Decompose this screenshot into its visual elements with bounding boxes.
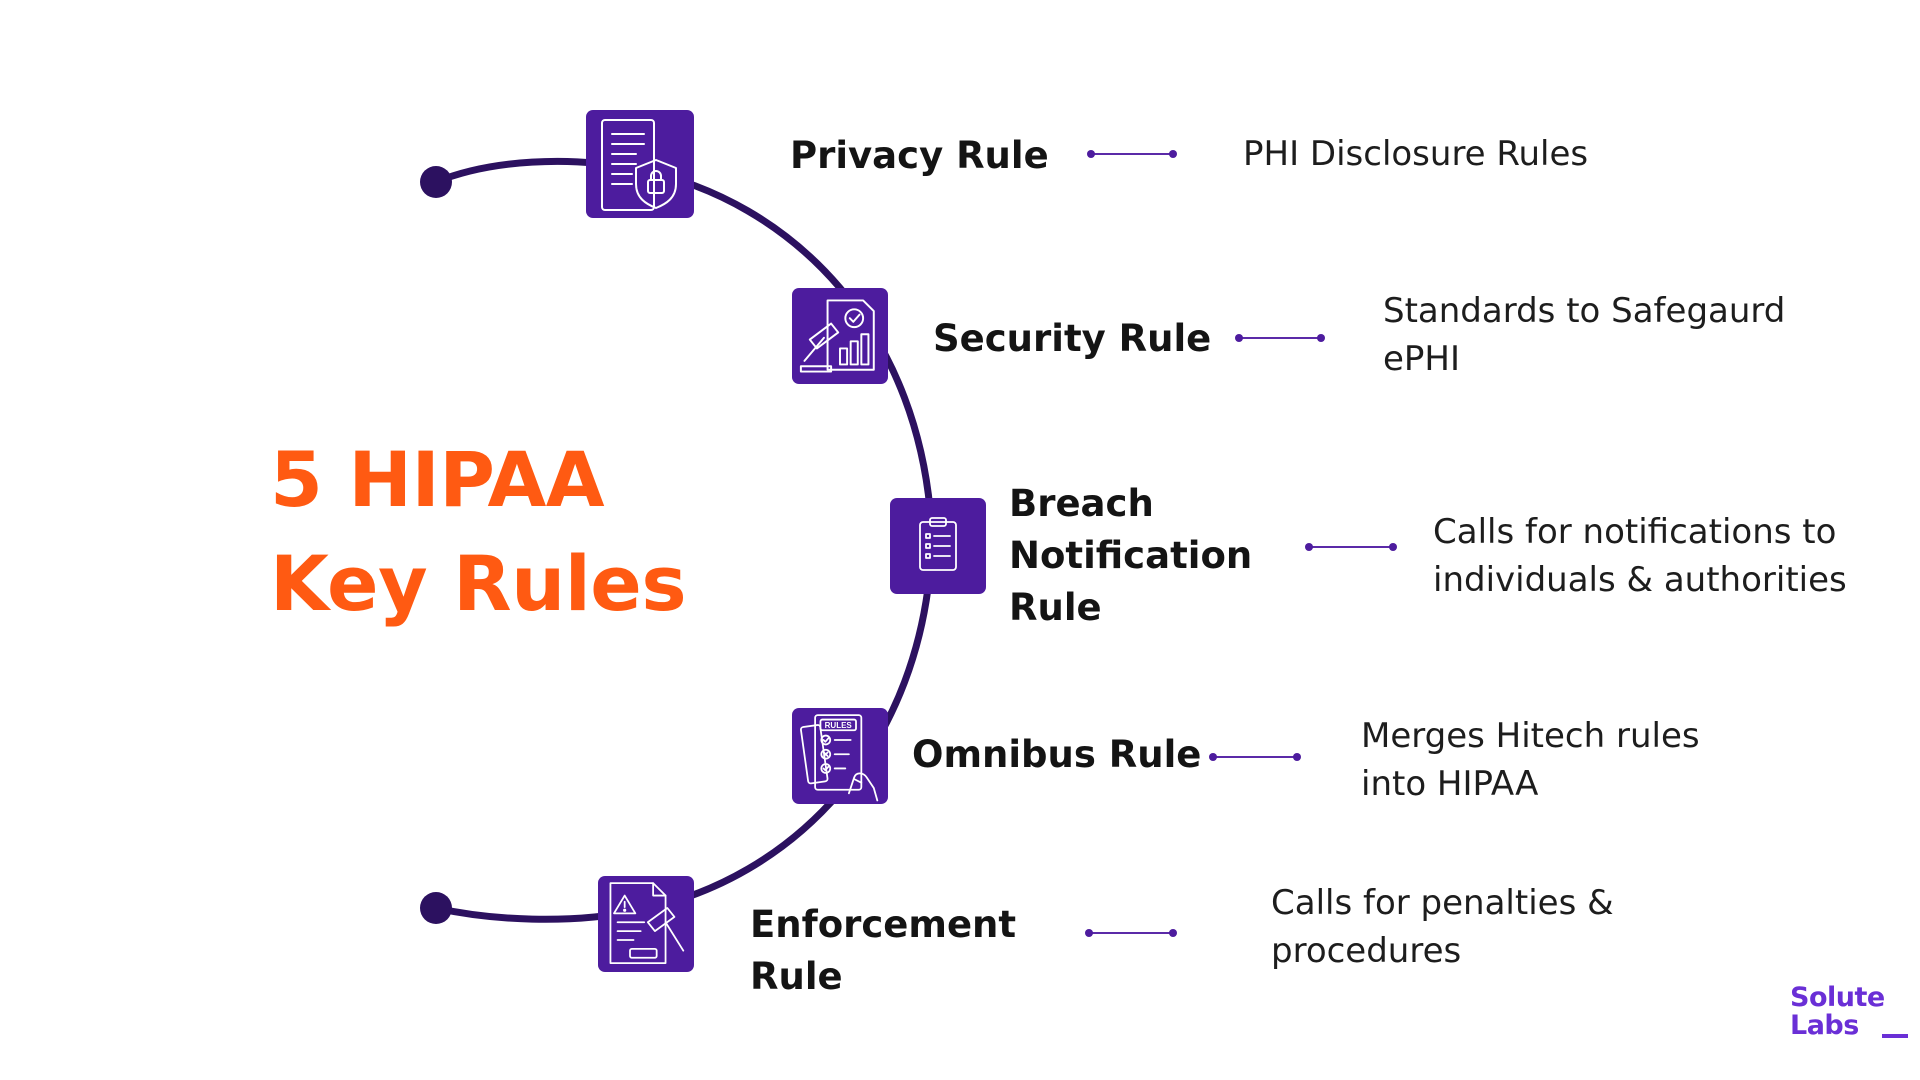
solute-labs-logo: Solute Labs (1790, 984, 1908, 1040)
rule-description-privacy: PHI Disclosure Rules (1243, 134, 1589, 174)
document-shield-lock-icon (586, 110, 694, 218)
warning-document-gavel-icon (598, 876, 694, 972)
rule-name-enforcement: Enforcement Rule (750, 903, 1017, 998)
svg-text:RULES: RULES (825, 721, 853, 730)
rule-description-security: Standards to Safegaurd ePHI (1383, 291, 1786, 379)
rule-description-omnibus: Merges Hitech rules into HIPAA (1361, 716, 1700, 804)
title-line-2: Key Rules (270, 539, 687, 628)
clipboard-checklist-icon (890, 498, 986, 594)
rule-name-breach-notification: Breach Notification Rule (1009, 482, 1253, 629)
rules-document-hand-icon: RULES (792, 708, 888, 804)
arc-end-dot (420, 892, 452, 924)
connector-security (1235, 333, 1325, 343)
page-title: 5 HIPAA Key Rules (270, 428, 687, 636)
connector-privacy (1087, 149, 1177, 159)
gavel-chart-icon (792, 288, 888, 384)
rule-description-breach-notification: Calls for notifications to individuals &… (1433, 512, 1847, 600)
rule-name-privacy: Privacy Rule (790, 134, 1049, 177)
rule-name-omnibus: Omnibus Rule (912, 733, 1202, 776)
connector-enforcement (1085, 928, 1177, 938)
title-line-1: 5 HIPAA (270, 435, 605, 524)
connector-breach-notification (1305, 542, 1397, 552)
rule-name-security: Security Rule (933, 317, 1212, 360)
arc-start-dot (420, 166, 452, 198)
rule-description-enforcement: Calls for penalties & procedures (1271, 883, 1614, 971)
connector-omnibus (1209, 752, 1301, 762)
